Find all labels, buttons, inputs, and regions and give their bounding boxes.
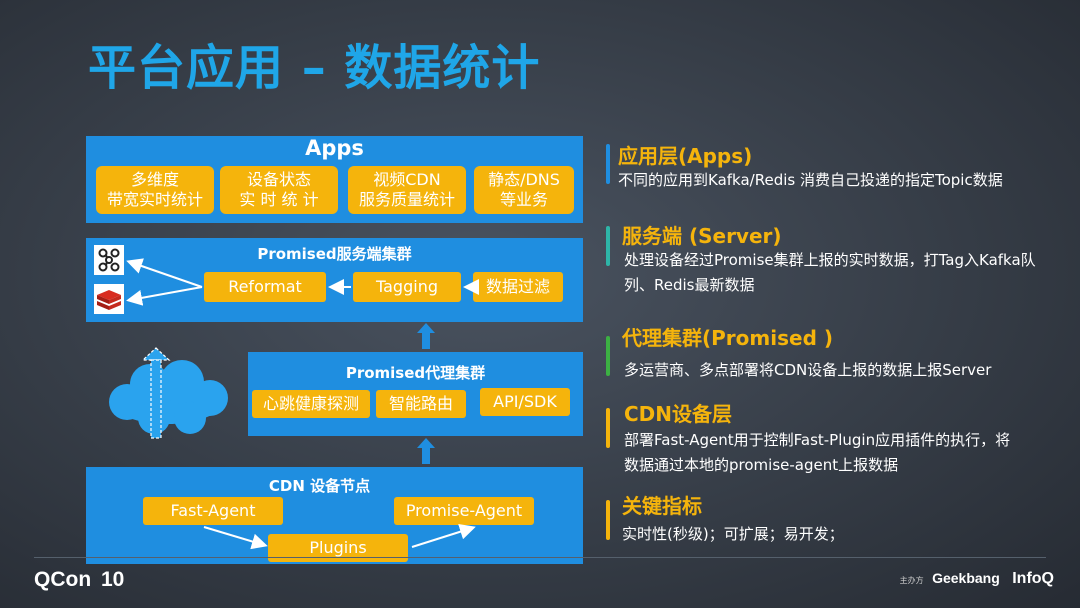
right-text-apps: 不同的应用到Kafka/Redis 消费自己投递的指定Topic数据 (618, 171, 1003, 189)
promise-agent-box: Promise-Agent (394, 497, 534, 525)
right-bar-server (606, 226, 610, 266)
app-item-device-status: 设备状态 实 时 统 计 (220, 166, 338, 214)
filter-box: 数据过滤 (473, 272, 563, 302)
right-bar-apps (606, 144, 610, 184)
app-item-bandwidth: 多维度 带宽实时统计 (96, 166, 214, 214)
sponsor-label: 主办方 (899, 576, 924, 585)
right-bar-cdn (606, 408, 610, 448)
right-heading-metrics: 关键指标 (622, 494, 702, 518)
right-text-cdn: 部署Fast-Agent用于控制Fast-Plugin应用插件的执行，将数据通过… (624, 431, 1011, 474)
right-text-server: 处理设备经过Promise集群上报的实时数据，打Tag入Kafka队列、Redi… (624, 251, 1036, 294)
apps-panel: Apps 多维度 带宽实时统计 设备状态 实 时 统 计 视频CDN 服务质量统… (86, 136, 583, 223)
page-title: 平台应用 – 数据统计 (88, 40, 541, 96)
reformat-box: Reformat (204, 272, 326, 302)
up-arrow-to-server (417, 323, 435, 333)
proxy-item-routing: 智能路由 (376, 390, 466, 418)
cdn-title: CDN 设备节点 (268, 477, 371, 495)
tagging-box: Tagging (353, 272, 461, 302)
right-heading-cdn: CDN设备层 (624, 402, 733, 426)
app-item-static-dns: 静态/DNS 等业务 (474, 166, 574, 214)
right-heading-proxy: 代理集群(Promised ) (622, 326, 833, 350)
fast-agent-box: Fast-Agent (143, 497, 283, 525)
proxy-item-heartbeat: 心跳健康探测 (252, 390, 370, 418)
right-heading-server: 服务端 (Server) (622, 224, 782, 248)
cloud-icon (109, 347, 228, 439)
right-bar-proxy (606, 336, 610, 376)
qcon-logo-number: 10 (101, 568, 125, 591)
geekbang-logo: Geekbang (932, 570, 1000, 586)
up-arrow-to-proxy-shaft (422, 448, 430, 464)
proxy-title: Promised代理集群 (345, 364, 486, 382)
right-bar-metrics (606, 500, 610, 540)
up-arrow-to-proxy (417, 438, 435, 448)
qcon-logo: QCon 10 (34, 568, 124, 592)
footer-divider (34, 557, 1046, 558)
app-item-video-cdn: 视频CDN 服务质量统计 (348, 166, 466, 214)
proxy-panel: Promised代理集群 心跳健康探测 智能路由 API/SDK (248, 352, 583, 436)
kafka-icon (94, 245, 124, 275)
right-heading-apps: 应用层(Apps) (618, 144, 753, 168)
server-title: Promised服务端集群 (257, 245, 412, 263)
infoq-logo: InfoQ (1012, 570, 1054, 587)
cdn-flow-arrows (203, 523, 476, 550)
server-flow-arrows (126, 258, 479, 306)
redis-icon (94, 284, 124, 314)
apps-title: Apps (305, 136, 364, 160)
sponsor-logos: 主办方 Geekbang InfoQ (900, 570, 1054, 588)
server-panel: Promised服务端集群 Reformat Tagging 数据过滤 (86, 238, 583, 322)
right-text-proxy: 多运营商、多点部署将CDN设备上报的数据上报Server (624, 361, 992, 379)
cdn-panel: CDN 设备节点 Fast-Agent Promise-Agent Plugin… (86, 467, 583, 564)
up-arrow-to-server-shaft (422, 333, 430, 349)
qcon-logo-text: QCon (34, 568, 92, 591)
proxy-item-api-sdk: API/SDK (480, 388, 570, 416)
right-text-metrics: 实时性(秒级)；可扩展；易开发； (622, 525, 844, 543)
